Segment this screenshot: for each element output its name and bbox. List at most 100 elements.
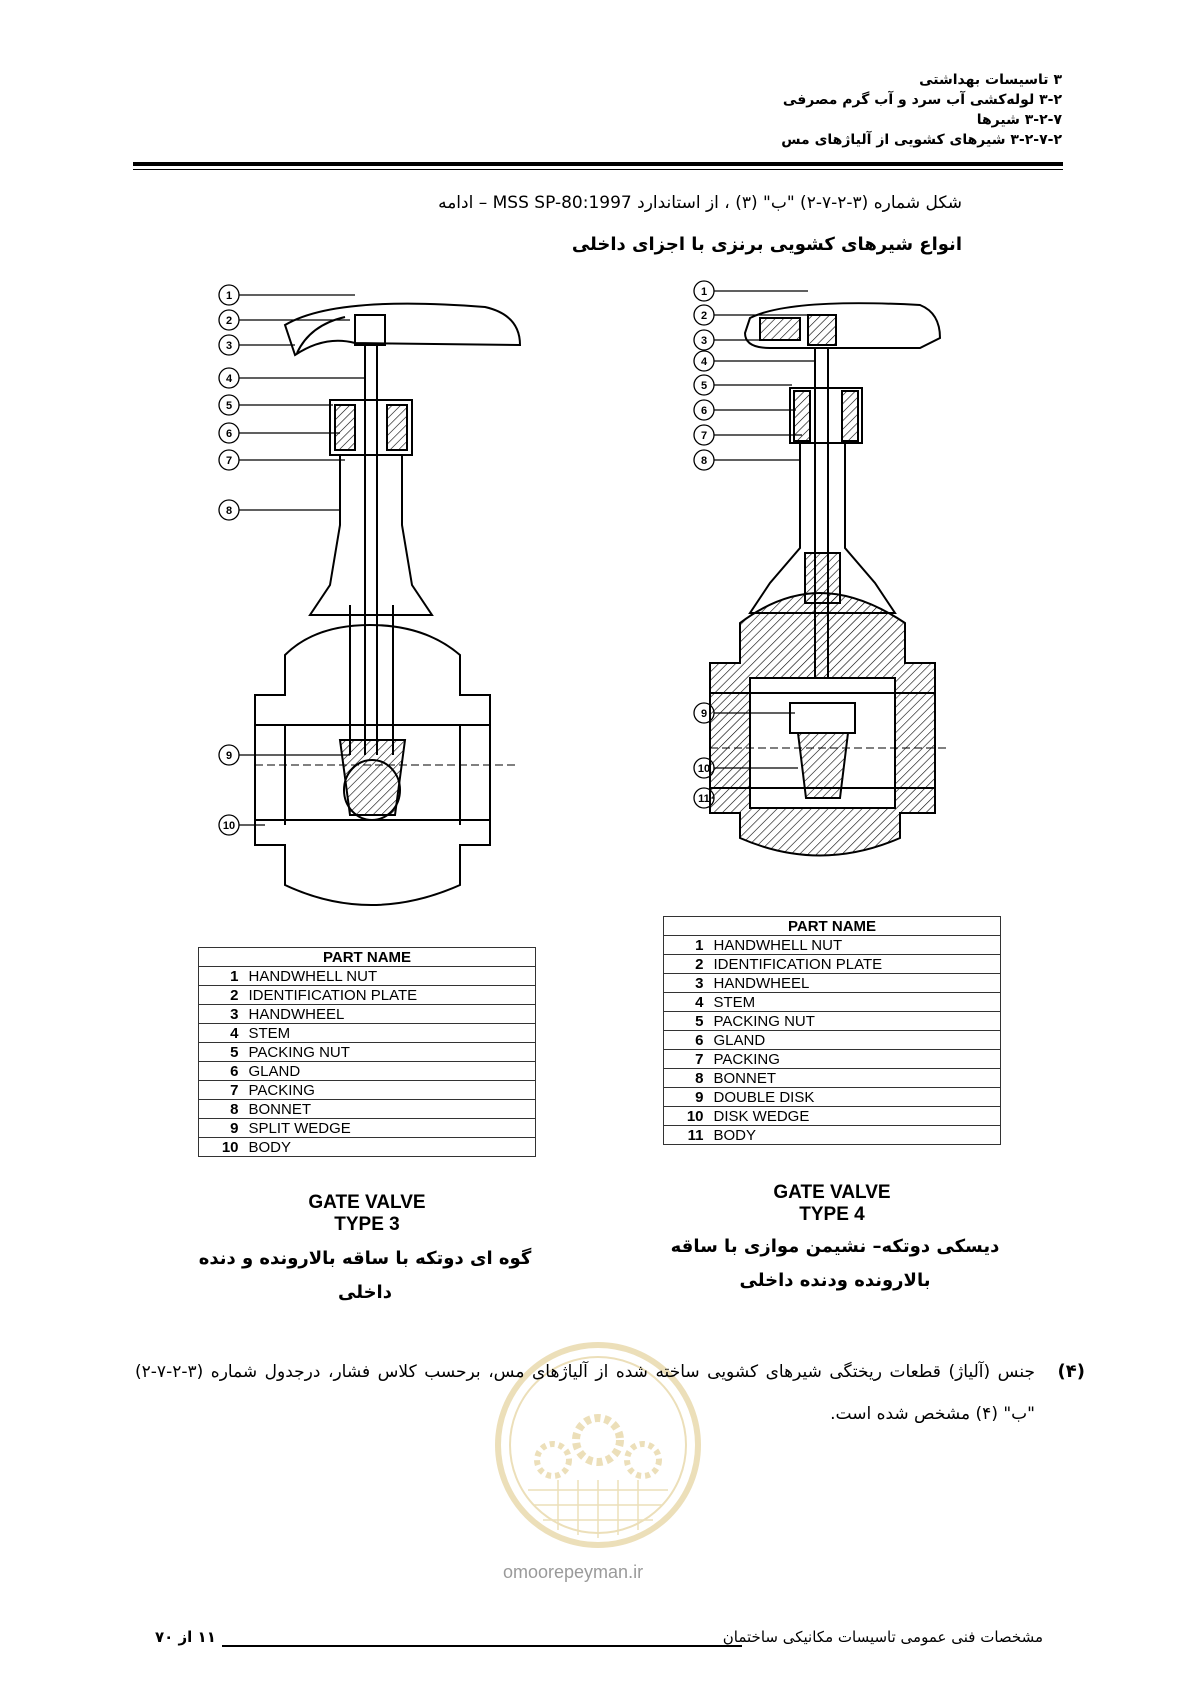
part-number: 10 — [198, 1137, 245, 1157]
part-number: 4 — [198, 1023, 245, 1043]
part-number: 9 — [198, 1118, 245, 1138]
part-number: 11 — [663, 1125, 710, 1145]
gate-valve-type4-drawing: 1 2 3 4 5 6 7 8 9 10 11 — [690, 280, 990, 883]
callout-label: 5 — [701, 380, 707, 392]
type3-callout-3: 3 — [218, 334, 295, 356]
type4-callout-6: 6 — [693, 399, 796, 421]
type3-callout-7: 7 — [218, 449, 345, 471]
part-name: BONNET — [244, 1099, 536, 1119]
type3-title-line2: TYPE 3 — [334, 1214, 400, 1235]
paragraph-number: (۴) — [1057, 1361, 1085, 1382]
header-subsection: ۳-۲ لوله‌کشی آب سرد و آب گرم مصرفی — [782, 92, 1062, 108]
paragraph-text: جنس (آلیاژ) قطعات ریختگی شیرهای کشویی سا… — [135, 1362, 1035, 1424]
part-number: 9 — [663, 1087, 710, 1107]
table-header: PART NAME — [663, 916, 1001, 936]
callout-label: 1 — [701, 286, 707, 298]
header-rule — [133, 162, 1063, 166]
part-name: IDENTIFICATION PLATE — [709, 954, 1001, 974]
type4-callout-4: 4 — [693, 350, 815, 372]
callout-label: 11 — [698, 793, 710, 805]
part-number: 2 — [663, 954, 710, 974]
type4-callout-10: 10 — [693, 757, 798, 779]
gate-valve-type3-drawing: 1 2 3 4 5 6 7 8 9 10 — [215, 284, 555, 915]
part-name: PACKING NUT — [244, 1042, 536, 1062]
type3-persian-description: گوه ای دوتکه با ساقه بالارونده و دنده دا… — [198, 1248, 532, 1303]
part-name: PACKING — [244, 1080, 536, 1100]
callout-label: 10 — [698, 763, 710, 775]
watermark-url: omoorepeyman.ir — [503, 1562, 644, 1582]
callout-label: 4 — [701, 356, 708, 368]
type4-callout-3: 3 — [693, 329, 762, 351]
callout-label: 9 — [226, 750, 232, 762]
table-header: PART NAME — [198, 947, 536, 967]
callout-label: 6 — [701, 405, 707, 417]
part-name: GLAND — [244, 1061, 536, 1081]
header-section: ۳ تاسیسات بهداشتی — [919, 72, 1062, 88]
callout-label: 3 — [701, 335, 707, 347]
part-number: 5 — [198, 1042, 245, 1062]
callout-label: 9 — [701, 708, 707, 720]
header-topic: ۳-۲-۷-۲ شیرهای کشویی از آلیاژهای مس — [781, 132, 1062, 148]
part-name: IDENTIFICATION PLATE — [244, 985, 536, 1005]
part-number: 8 — [198, 1099, 245, 1119]
type4-callout-2: 2 — [693, 304, 810, 326]
part-number: 6 — [198, 1061, 245, 1081]
type4-persian-line1: دیسکی دوتکه– نشیمن موازی با ساقه — [670, 1236, 1000, 1257]
callout-label: 2 — [701, 310, 707, 322]
table-header-row: PART NAME — [663, 916, 1001, 936]
type4-title-line1: GATE VALVE — [773, 1182, 891, 1203]
part-number: 7 — [198, 1080, 245, 1100]
type3-title: GATE VALVE TYPE 3 — [267, 1192, 467, 1236]
part-number: 6 — [663, 1030, 710, 1050]
type3-callout-6: 6 — [218, 422, 340, 444]
type4-callout-5: 5 — [693, 374, 792, 396]
type4-title-line2: TYPE 4 — [799, 1204, 865, 1225]
footer-title: مشخصات فنی عمومی تاسیسات مکانیکی ساختمان — [722, 1628, 1043, 1646]
footer-rule — [222, 1645, 742, 1647]
callout-label: 8 — [226, 505, 232, 517]
header-subsubsection: ۳-۲-۷ شیرها — [976, 112, 1062, 128]
part-name: BONNET — [709, 1068, 1001, 1088]
page-header: ۳ تاسیسات بهداشتی ۳-۲ لوله‌کشی آب سرد و … — [362, 70, 1062, 150]
type3-callout-5: 5 — [218, 394, 333, 416]
figure-caption: شکل شماره (۳-۲-۷-۲) "ب" (۳) ، از استاندا… — [438, 193, 962, 213]
callout-label: 4 — [226, 373, 233, 385]
type3-callout-1: 1 — [218, 284, 355, 306]
type3-callout-4: 4 — [218, 367, 365, 389]
type4-callout-7: 7 — [693, 424, 802, 446]
type4-callout-8: 8 — [693, 449, 800, 471]
part-name: PACKING — [709, 1049, 1001, 1069]
part-name: HANDWHELL NUT — [709, 935, 1001, 955]
type4-persian-description: دیسکی دوتکه– نشیمن موازی با ساقه بالارون… — [650, 1230, 1020, 1298]
type3-callout-10: 10 — [218, 814, 265, 836]
callout-label: 7 — [226, 455, 232, 467]
part-number: 7 — [663, 1049, 710, 1069]
part-number: 4 — [663, 992, 710, 1012]
part-number: 2 — [198, 985, 245, 1005]
part-name: PACKING NUT — [709, 1011, 1001, 1031]
type4-callout-11: 11 — [693, 787, 715, 809]
part-name: BODY — [244, 1137, 536, 1157]
callout-label: 1 — [226, 290, 232, 302]
figure-title: انواع شیرهای کشویی برنزی با اجزای داخلی — [571, 234, 962, 255]
part-number: 3 — [198, 1004, 245, 1024]
callout-label: 2 — [226, 315, 232, 327]
part-name: DISK WEDGE — [709, 1106, 1001, 1126]
header-rule-thin — [133, 169, 1063, 170]
